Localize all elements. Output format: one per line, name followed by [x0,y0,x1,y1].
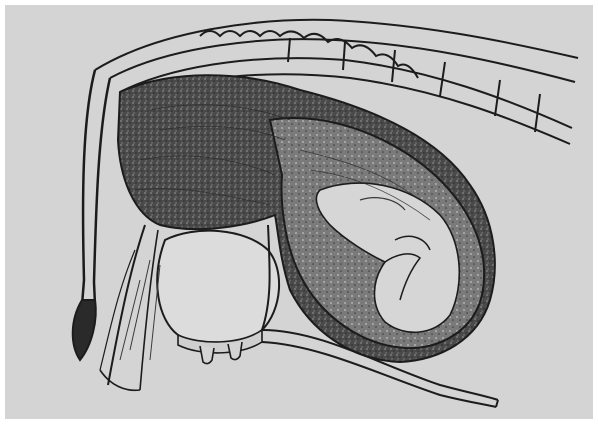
uterus [270,118,484,348]
teat-right [228,342,242,360]
teat-left [200,346,214,364]
bladder [157,231,279,345]
hind-quarter [100,225,160,390]
tail [73,70,110,360]
